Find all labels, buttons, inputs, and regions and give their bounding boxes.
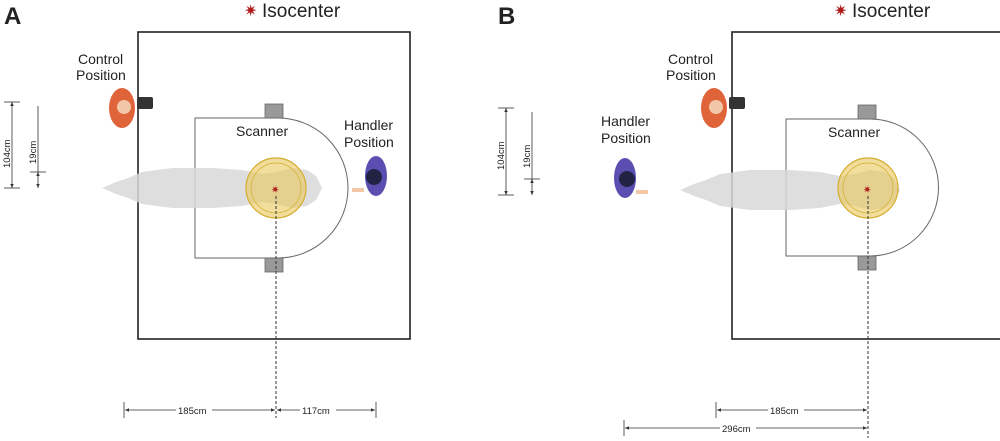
dim-label-bg [720,422,756,434]
panel-b: B ✷ Isocenter Scanner ✷ Control Position… [496,1,1000,438]
scanner-mount-bottom [857,255,877,271]
dim-vertical-outer-label: 104cm [2,139,13,168]
isocenter-label: Isocenter [852,1,931,22]
dim-horizontal-2-label: 296cm [722,424,751,435]
handler-person-icon [614,158,648,198]
scanner-mount-bottom [264,257,284,273]
panel-letter: A [4,3,21,30]
dim-vertical-inner-label: 19cm [522,145,533,168]
scanner-label: Scanner [828,124,880,140]
handler-label-line2: Position [344,134,394,150]
isocenter-label: Isocenter [262,1,341,22]
control-label-line1: Control [78,51,123,67]
dim-horizontal-1-label: 185cm [770,406,799,417]
control-label-line2: Position [76,67,126,83]
dim-horizontal-2-label: 117cm [302,406,330,417]
dim-label-bg [176,404,212,416]
dim-vertical-outer-label: 104cm [496,141,507,170]
svg-text:✷: ✷ [244,3,257,20]
scanner-outline [194,117,349,259]
scanner-outline [785,118,939,257]
scanner-mount-top [857,104,877,120]
control-label-line1: Control [668,51,713,67]
panel-a: A ✷ Isocenter Scanner ✷ Control Position [2,1,411,418]
control-person-icon [109,88,153,128]
panel-letter: B [498,3,515,30]
handler-label-line1: Handler [601,113,650,129]
dim-label-bg [768,404,804,416]
svg-text:✷: ✷ [834,3,847,20]
scanner-mount-top [264,103,284,119]
dim-label-bg [300,404,336,416]
isocenter-marker-icon: ✷ [863,185,871,196]
isocenter-star-icon: ✷ [834,3,847,20]
control-person-icon [701,88,745,128]
scanner-label: Scanner [236,123,288,139]
handler-label-line1: Handler [344,117,393,133]
handler-person-icon [352,156,387,196]
dim-horizontal-1-label: 185cm [178,406,207,417]
control-label-line2: Position [666,67,716,83]
handler-label-line2: Position [601,130,651,146]
isocenter-marker-icon: ✷ [271,185,279,196]
isocenter-star-icon: ✷ [244,3,257,20]
dim-vertical-inner-label: 19cm [28,141,39,164]
